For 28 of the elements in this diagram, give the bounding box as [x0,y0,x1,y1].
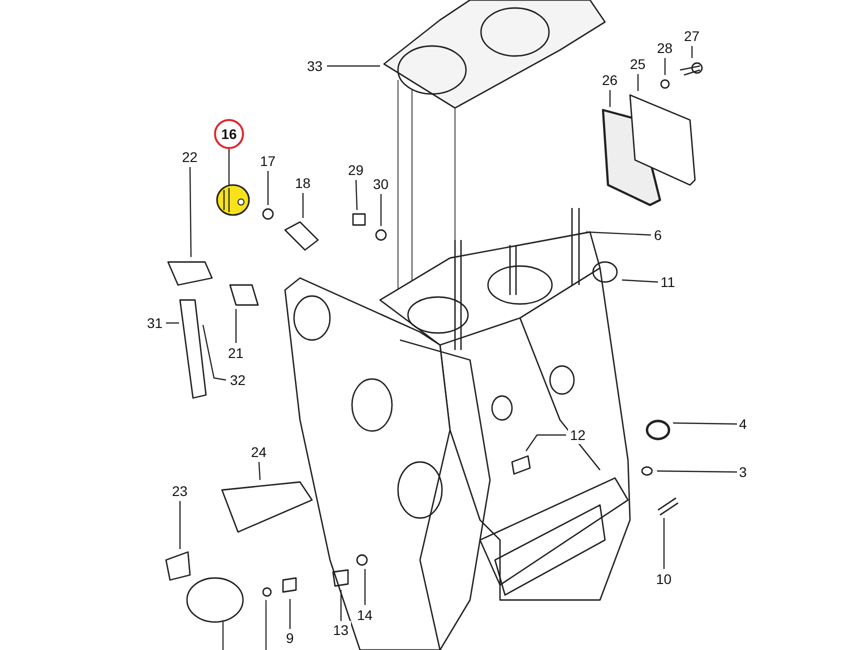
callout-number: 12 [568,426,588,444]
leader-line [235,309,237,343]
leader-line [228,149,230,186]
leader-line [622,279,658,283]
leader-line [380,194,382,226]
leader-line [179,501,181,549]
leader-line [637,74,639,91]
leader-line [664,58,666,75]
leader-line [609,90,611,107]
leader-line [691,46,693,58]
leader-line [657,470,737,473]
highlighted-plug-drawing [216,184,250,216]
leader-line [302,193,304,218]
leader-line [189,167,192,257]
highlighted-callout-number: 16 [214,119,244,149]
leader-line [672,422,738,425]
leader-line [327,65,380,67]
leader-line [166,322,179,324]
leader-line [663,518,665,569]
leader-line [340,590,342,621]
leader-line [202,324,226,381]
leader-line [355,180,358,210]
leader-line [289,599,291,630]
leader-line [258,462,261,480]
leader-line [364,569,366,605]
leader-line [586,231,652,236]
leader-line [267,171,269,205]
leader-line [526,434,566,452]
